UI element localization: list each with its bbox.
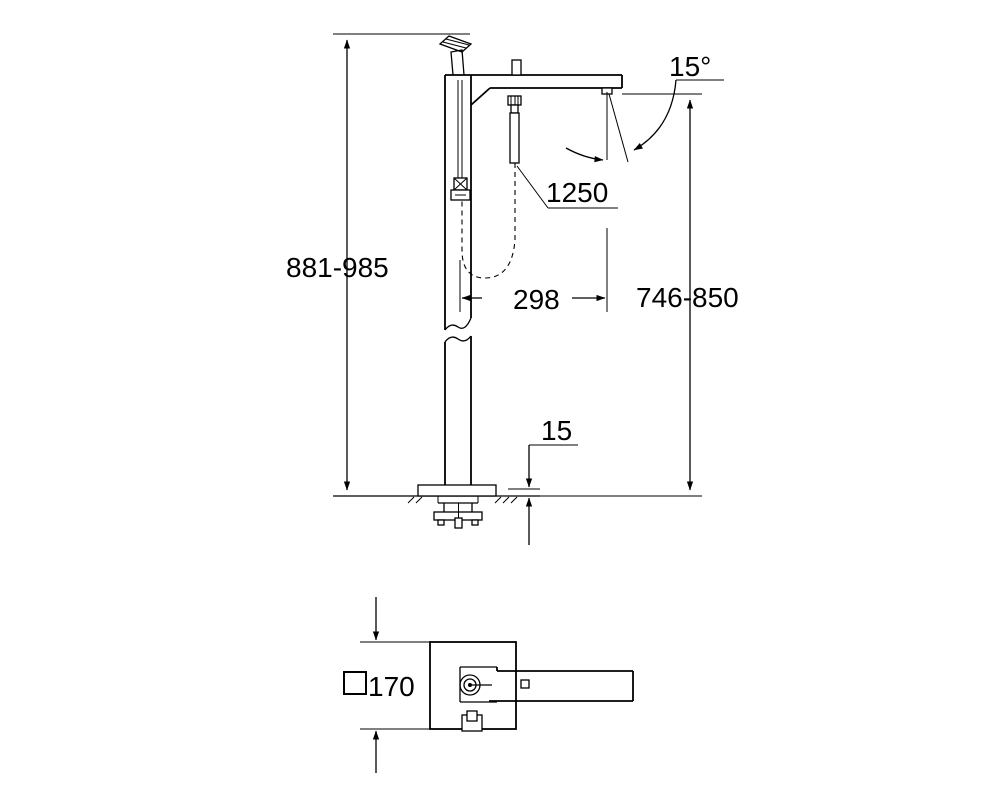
spout-reach-dimension: 298 bbox=[459, 228, 608, 315]
spout-angle-label: 15° bbox=[669, 51, 711, 82]
hand-shower bbox=[438, 35, 473, 76]
base-size-label: 170 bbox=[368, 671, 415, 702]
floor-flange bbox=[417, 484, 497, 529]
hose bbox=[461, 163, 516, 279]
column bbox=[444, 75, 472, 485]
floor-hatch bbox=[407, 496, 518, 504]
hose-length-dimension: 1250 bbox=[516, 165, 618, 209]
side-elevation: 881-985 746-850 15° 1250 bbox=[286, 33, 739, 545]
square-symbol-icon bbox=[343, 671, 367, 695]
overall-height-dimension: 881-985 bbox=[286, 33, 470, 491]
lever-knob-plan bbox=[459, 674, 492, 696]
spout-plan bbox=[489, 667, 634, 702]
floor-offset-dimension: 15 bbox=[508, 415, 578, 545]
spout-height-dimension: 746-850 bbox=[540, 93, 739, 497]
floor-offset-label: 15 bbox=[541, 415, 572, 446]
base-size-dimension: 170 bbox=[343, 597, 430, 773]
hose-length-label: 1250 bbox=[546, 177, 608, 208]
hose-connector bbox=[450, 177, 471, 201]
spout-angle-dimension: 15° bbox=[565, 51, 724, 163]
spout-height-label: 746-850 bbox=[636, 282, 739, 313]
spout-reach-label: 298 bbox=[513, 284, 560, 315]
overall-height-label: 881-985 bbox=[286, 252, 389, 283]
holder-plan bbox=[461, 710, 483, 732]
plan-view: 170 bbox=[343, 597, 634, 773]
diverter-cartridge bbox=[507, 95, 522, 164]
